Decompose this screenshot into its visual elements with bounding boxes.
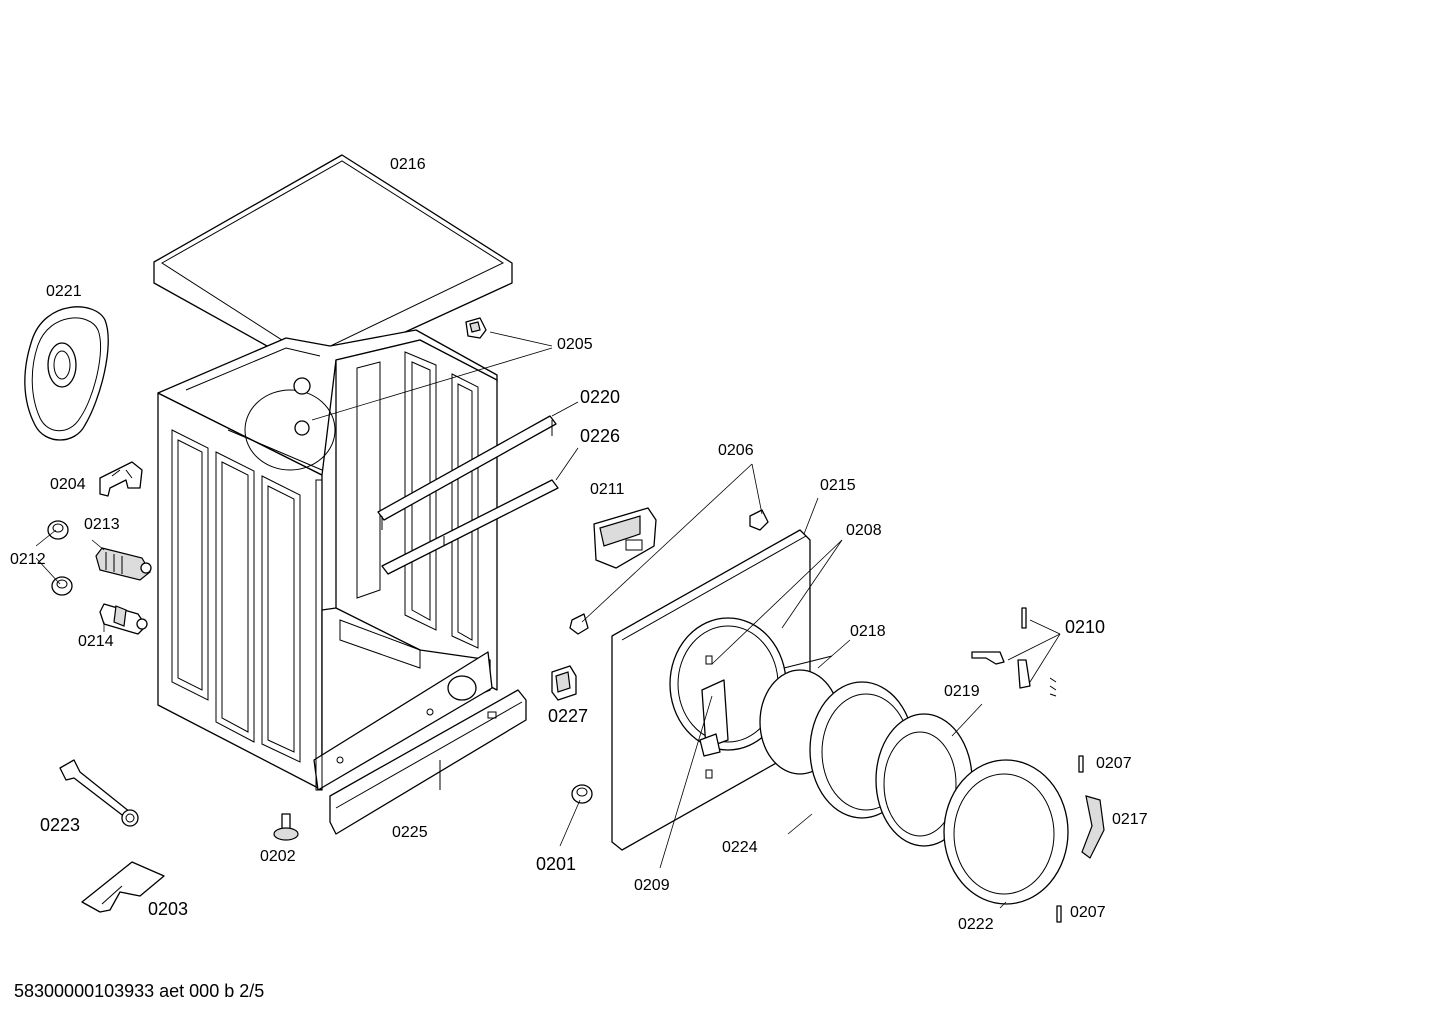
label-0211: 0211 bbox=[590, 481, 625, 498]
label-0209: 0209 bbox=[634, 877, 670, 894]
wrench-0223-part bbox=[60, 760, 138, 826]
label-0219: 0219 bbox=[944, 683, 980, 700]
door-outer-ring-0222-part bbox=[944, 760, 1068, 904]
clip-0206-part bbox=[750, 510, 768, 530]
label-0221: 0221 bbox=[46, 283, 82, 300]
part-labels: 0216 0221 0205 0220 0226 0204 0213 0212 … bbox=[10, 156, 1148, 933]
absorber-0213-part bbox=[96, 548, 151, 580]
hinge-0217-part bbox=[1082, 796, 1104, 858]
label-0227: 0227 bbox=[548, 706, 588, 726]
label-0213: 0213 bbox=[84, 516, 120, 533]
label-0203: 0203 bbox=[148, 899, 188, 919]
clip-0205-part bbox=[466, 318, 486, 338]
rear-cover-0221-part bbox=[25, 307, 108, 440]
label-0225: 0225 bbox=[392, 824, 428, 841]
kick-panel-0225-part bbox=[330, 690, 526, 834]
door-lock-0211-part bbox=[594, 508, 656, 568]
label-0226: 0226 bbox=[580, 426, 620, 446]
label-0207-lower: 0207 bbox=[1070, 904, 1106, 921]
label-0218: 0218 bbox=[850, 623, 886, 640]
knob-0201-part bbox=[572, 785, 592, 803]
label-0223: 0223 bbox=[40, 815, 80, 835]
bracket-0204-part bbox=[100, 462, 142, 496]
worktop-lid-part bbox=[154, 155, 512, 372]
hook-0210-part bbox=[972, 608, 1056, 696]
leader-lines bbox=[36, 332, 1060, 908]
label-0207-upper: 0207 bbox=[1096, 755, 1132, 772]
pin-0207-lower-part bbox=[1057, 906, 1061, 922]
plate-0203-part bbox=[82, 862, 164, 912]
label-0220: 0220 bbox=[580, 387, 620, 407]
label-0202: 0202 bbox=[260, 848, 296, 865]
label-0222: 0222 bbox=[958, 916, 994, 933]
cross-brace-0220-part bbox=[378, 416, 556, 530]
hinge-0209-part bbox=[700, 734, 720, 756]
label-0206: 0206 bbox=[718, 442, 754, 459]
cabinet-body-part bbox=[158, 330, 497, 790]
label-0204: 0204 bbox=[50, 476, 86, 493]
front-panel-0215-part bbox=[612, 530, 810, 850]
label-0210: 0210 bbox=[1065, 617, 1105, 637]
label-0224: 0224 bbox=[722, 839, 758, 856]
cap-0212-upper-part bbox=[48, 521, 68, 539]
cap-0212-lower-part bbox=[52, 577, 72, 595]
foot-0202-part bbox=[274, 814, 298, 840]
label-0214: 0214 bbox=[78, 633, 114, 650]
label-0217: 0217 bbox=[1112, 811, 1148, 828]
label-0212: 0212 bbox=[10, 551, 46, 568]
absorber-0214-part bbox=[100, 604, 147, 634]
clip-0206-lower-part bbox=[570, 614, 588, 634]
label-0216: 0216 bbox=[390, 156, 426, 173]
clip-0227-part bbox=[552, 666, 576, 700]
drawing-reference-footer: 58300000103933 aet 000 b 2/5 bbox=[14, 981, 264, 1001]
label-0201: 0201 bbox=[536, 854, 576, 874]
label-0215: 0215 bbox=[820, 477, 856, 494]
label-0205: 0205 bbox=[557, 336, 593, 353]
label-0208: 0208 bbox=[846, 522, 882, 539]
cross-brace-0226-part bbox=[382, 480, 558, 574]
pin-0207-upper-part bbox=[1079, 756, 1083, 772]
